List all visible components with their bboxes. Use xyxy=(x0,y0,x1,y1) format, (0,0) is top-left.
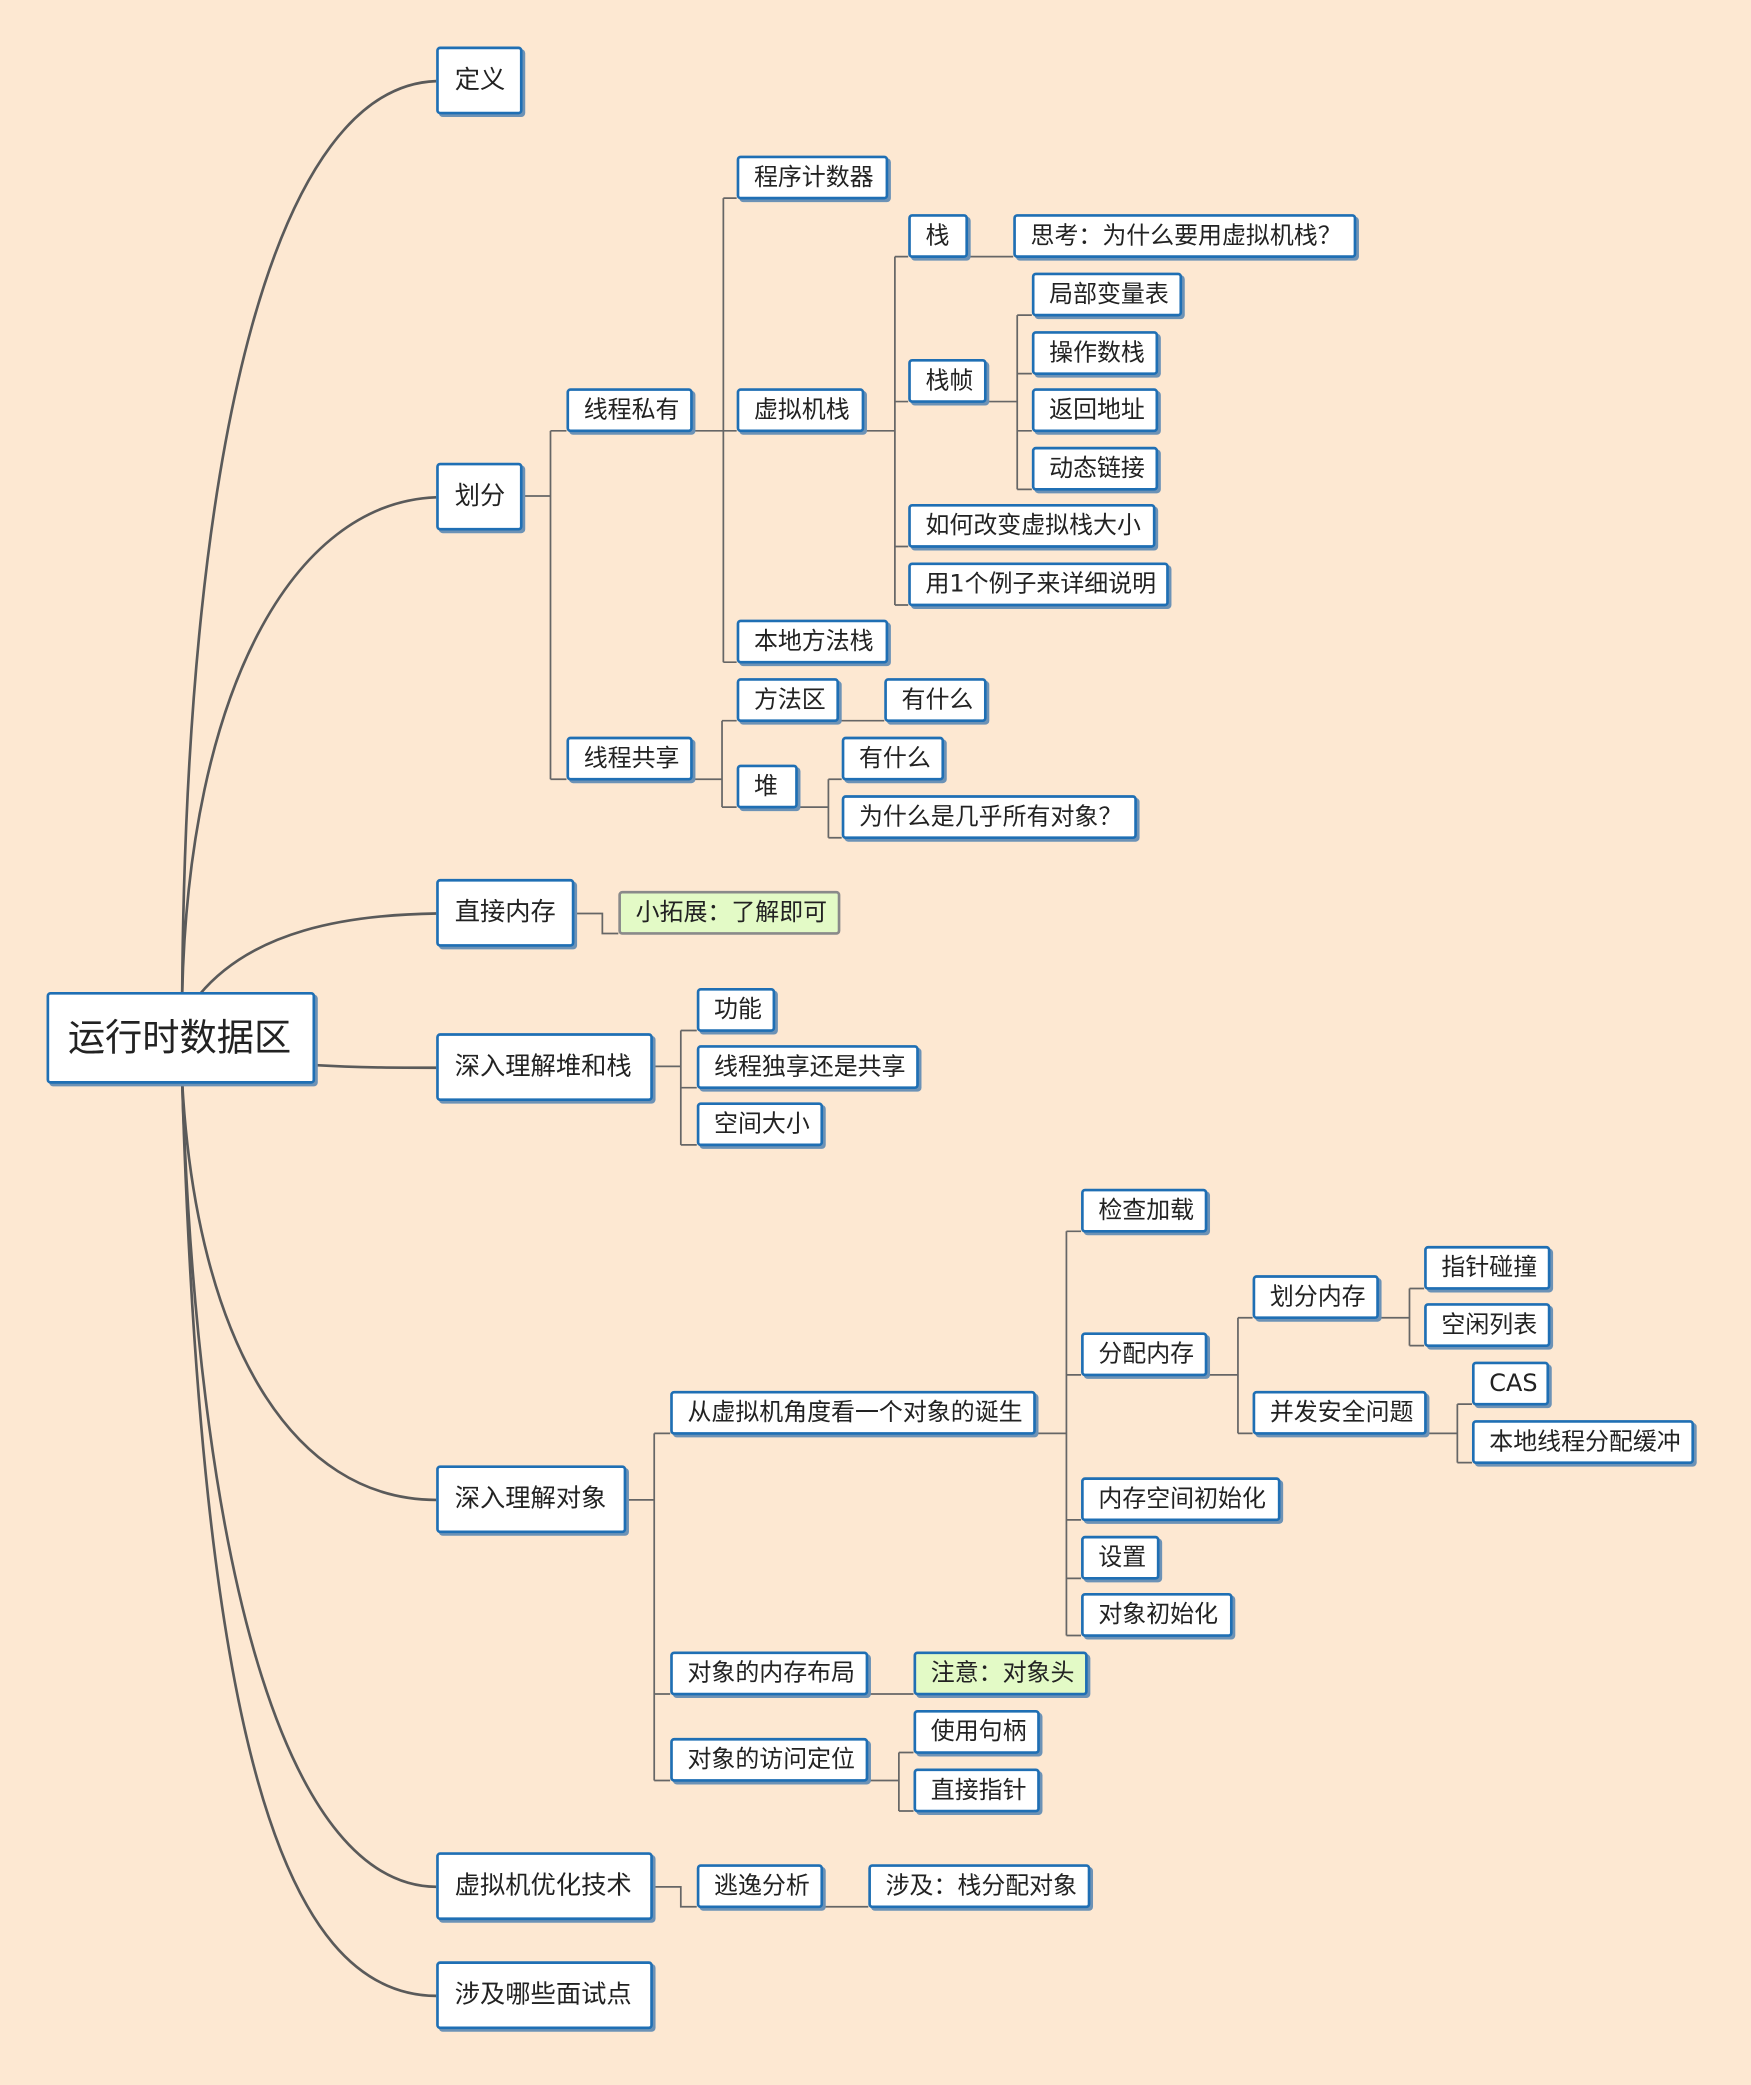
node-stack-allocation[interactable]: 涉及：栈分配对象 xyxy=(868,1864,1091,1909)
node-method-area[interactable]: 方法区 xyxy=(736,678,840,723)
node-operand-stack[interactable]: 操作数栈 xyxy=(1031,331,1159,375)
node-thread-shared[interactable]: 线程共享 xyxy=(566,736,693,781)
node-stack[interactable]: 栈 xyxy=(908,214,969,258)
node-division[interactable]: 划分 xyxy=(436,462,523,531)
node-heap-contents[interactable]: 有什么 xyxy=(841,736,945,781)
node-free-list[interactable]: 空闲列表 xyxy=(1424,1303,1551,1347)
node-memory-layout[interactable]: 对象的内存布局 xyxy=(670,1651,869,1696)
node-allocate-memory[interactable]: 分配内存 xyxy=(1081,1332,1208,1377)
node-cas[interactable]: CAS xyxy=(1471,1361,1550,1406)
node-heap-why-almost[interactable]: 为什么是几乎所有对象？ xyxy=(841,795,1137,840)
node-exclusive-or-shared[interactable]: 线程独享还是共享 xyxy=(696,1045,919,1090)
node-example[interactable]: 用1个例子来详细说明 xyxy=(908,562,1169,607)
node-divide-memory[interactable]: 划分内存 xyxy=(1252,1275,1379,1320)
node-pc-register[interactable]: 程序计数器 xyxy=(736,155,889,200)
node-tlab[interactable]: 本地线程分配缓冲 xyxy=(1471,1420,1695,1464)
node-direct-memory[interactable]: 直接内存 xyxy=(436,878,575,947)
node-check-loading[interactable]: 检查加载 xyxy=(1081,1188,1208,1233)
node-space-size[interactable]: 空间大小 xyxy=(696,1102,824,1147)
node-definition[interactable]: 定义 xyxy=(436,46,523,115)
node-objects[interactable]: 深入理解对象 xyxy=(436,1465,627,1534)
node-change-size[interactable]: 如何改变虚拟栈大小 xyxy=(908,503,1156,548)
root-node[interactable]: 运行时数据区 xyxy=(46,991,316,1084)
node-access-location[interactable]: 对象的访问定位 xyxy=(670,1737,869,1782)
node-dynamic-linking[interactable]: 动态链接 xyxy=(1031,446,1159,491)
node-concurrency-safety[interactable]: 并发安全问题 xyxy=(1252,1390,1427,1435)
node-native-stack[interactable]: 本地方法栈 xyxy=(736,619,889,664)
node-function[interactable]: 功能 xyxy=(696,987,776,1032)
node-heap-and-stack[interactable]: 深入理解堆和栈 xyxy=(436,1033,653,1101)
node-return-address[interactable]: 返回地址 xyxy=(1031,388,1159,433)
node-interview[interactable]: 涉及哪些面试点 xyxy=(436,1961,653,2030)
node-layout-note[interactable]: 注意：对象头 xyxy=(913,1651,1088,1696)
node-optimization[interactable]: 虚拟机优化技术 xyxy=(436,1852,653,1921)
node-object-init[interactable]: 对象初始化 xyxy=(1081,1592,1233,1637)
node-direct-pointer[interactable]: 直接指针 xyxy=(913,1768,1040,1813)
node-method-area-contents[interactable]: 有什么 xyxy=(884,678,987,723)
node-stack-thought[interactable]: 思考：为什么要用虚拟机栈？ xyxy=(1013,214,1357,258)
node-use-handle[interactable]: 使用句柄 xyxy=(913,1709,1040,1754)
node-local-vars[interactable]: 局部变量表 xyxy=(1031,272,1183,317)
node-stack-frame[interactable]: 栈帧 xyxy=(908,359,987,403)
node-heap[interactable]: 堆 xyxy=(736,764,798,809)
node-zero-init[interactable]: 内存空间初始化 xyxy=(1081,1477,1281,1522)
node-setup[interactable]: 设置 xyxy=(1081,1535,1160,1580)
node-object-birth[interactable]: 从虚拟机角度看一个对象的诞生 xyxy=(670,1390,1036,1435)
node-direct-memory-note[interactable]: 小拓展：了解即可 xyxy=(618,890,841,935)
node-thread-private[interactable]: 线程私有 xyxy=(566,388,693,433)
node-pointer-bump[interactable]: 指针碰撞 xyxy=(1424,1245,1551,1290)
node-vm-stack[interactable]: 虚拟机栈 xyxy=(736,388,865,433)
node-escape-analysis[interactable]: 逃逸分析 xyxy=(696,1864,824,1909)
